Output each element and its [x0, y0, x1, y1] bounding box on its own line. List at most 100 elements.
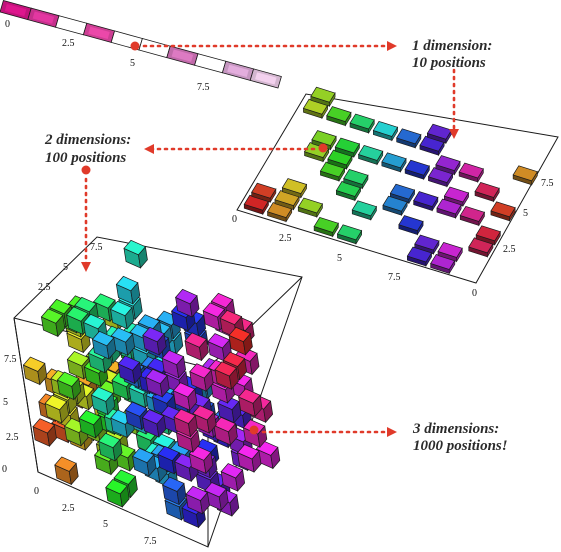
- cube: [44, 394, 70, 424]
- label-3d: 3 dimensions: 1000 positions!: [412, 421, 508, 454]
- cube: [132, 447, 157, 477]
- plane-tile: [343, 168, 369, 185]
- box-edge-left: [13, 317, 39, 473]
- arrow-start-dot: [81, 165, 91, 175]
- cube-top-face: [238, 388, 261, 404]
- box-tick-y-5: 5: [63, 262, 68, 273]
- two-dimension-plane: [236, 86, 559, 284]
- box-tick-y-7.5: 7.5: [90, 242, 103, 253]
- plane-tile: [396, 128, 422, 145]
- cube-top-face: [157, 445, 180, 462]
- cube-top-face: [44, 394, 68, 411]
- plane-tile: [475, 225, 501, 242]
- plane-tile: [406, 246, 433, 263]
- plane-tile: [459, 205, 486, 222]
- cube: [115, 275, 141, 305]
- plane-tile: [458, 162, 484, 179]
- cube-top-face: [40, 308, 64, 324]
- cube-top-face: [219, 309, 243, 326]
- cube-top-face: [214, 361, 237, 377]
- cube: [54, 456, 79, 486]
- cube: [237, 444, 262, 473]
- cube-top-face: [162, 476, 185, 492]
- plane-tile: [281, 178, 308, 195]
- plane-tile: [382, 195, 408, 212]
- arrow-box-to-label: [249, 425, 397, 437]
- strip-cell-highlight: [88, 26, 110, 39]
- plane-tile: [389, 183, 416, 200]
- cube: [141, 409, 167, 438]
- cube-top-face: [204, 482, 227, 498]
- strip-cell-highlight: [227, 64, 249, 77]
- cube: [214, 361, 239, 390]
- plane-tile: [357, 144, 384, 161]
- three-dimension-box: [13, 236, 303, 548]
- arrow-start-dot: [130, 41, 140, 51]
- plane-tile: [297, 197, 324, 214]
- cube-top-face: [83, 313, 106, 330]
- cube: [123, 239, 148, 269]
- plane-tick-y-7.5: 7.5: [541, 178, 554, 189]
- cube: [175, 288, 200, 318]
- strip-cell-empty: [138, 38, 171, 59]
- cube-top-face: [142, 326, 165, 343]
- cube: [90, 386, 116, 416]
- cube: [172, 382, 198, 411]
- cube-top-face: [32, 418, 55, 434]
- box-tick-z-2.5: 2.5: [6, 432, 19, 443]
- plane-tile: [334, 137, 361, 154]
- cube-top-face: [117, 355, 141, 371]
- box-tick-z-0: 0: [2, 464, 7, 475]
- cube: [56, 371, 82, 401]
- plane-tile: [381, 152, 407, 169]
- plane-tile: [404, 159, 430, 176]
- plane-tile: [310, 86, 336, 103]
- strip-tick-0: 0: [5, 19, 10, 30]
- cube-top-face: [137, 314, 161, 330]
- cube-top-face: [213, 416, 236, 433]
- cube-top-face: [161, 349, 185, 366]
- plane-tile: [435, 155, 461, 172]
- cube: [173, 408, 198, 438]
- label-3d-line1: 3 dimensions:: [412, 421, 499, 437]
- cube-top-face: [98, 432, 121, 449]
- label-2d: 2 dimensions: 100 positions: [44, 132, 131, 166]
- cube-top-face: [49, 298, 72, 315]
- plane-tile: [398, 215, 424, 232]
- cube: [162, 476, 187, 506]
- cube-top-face: [74, 296, 97, 313]
- cube-top-face: [237, 444, 260, 460]
- plane-tick-y-5: 5: [523, 208, 528, 219]
- plane-tick-x-0: 0: [232, 214, 237, 225]
- plane-tile: [437, 241, 463, 258]
- label-1d-line2: 10 positions: [412, 55, 486, 71]
- cube-top-face: [105, 479, 128, 495]
- box-tick-x-0: 0: [34, 486, 39, 497]
- cube-top-face: [220, 463, 244, 479]
- plane-tile: [436, 198, 462, 215]
- arrow-start-dot: [249, 425, 259, 435]
- cube-top-face: [192, 405, 215, 421]
- box-tick-labels: 0 2.5 5 7.5 2.5 5 7.5 0 2.5 5 7.5: [2, 242, 157, 547]
- cube: [117, 355, 143, 385]
- cube-top-face: [22, 356, 46, 372]
- cube-top-face: [78, 409, 102, 426]
- plane-tile: [336, 224, 363, 241]
- cube: [98, 432, 123, 462]
- plane-tick-x-2.5: 2.5: [279, 233, 292, 244]
- cube: [189, 363, 214, 392]
- cube: [40, 308, 66, 338]
- cube-top-face: [189, 363, 212, 379]
- cube: [161, 349, 187, 379]
- one-dimension-strip: [0, 0, 282, 89]
- strip-tick-5: 5: [130, 58, 135, 69]
- cube-top-face: [145, 368, 168, 385]
- plane-tick-y-0: 0: [472, 288, 477, 299]
- cube: [220, 463, 246, 492]
- label-1d-line1: 1 dimension:: [412, 38, 492, 54]
- cube-top-face: [56, 371, 80, 387]
- label-1d: 1 dimension: 10 positions: [412, 38, 492, 71]
- plane-tile: [349, 113, 375, 130]
- strip-cell-empty: [194, 53, 227, 74]
- cube-top-face: [123, 239, 146, 256]
